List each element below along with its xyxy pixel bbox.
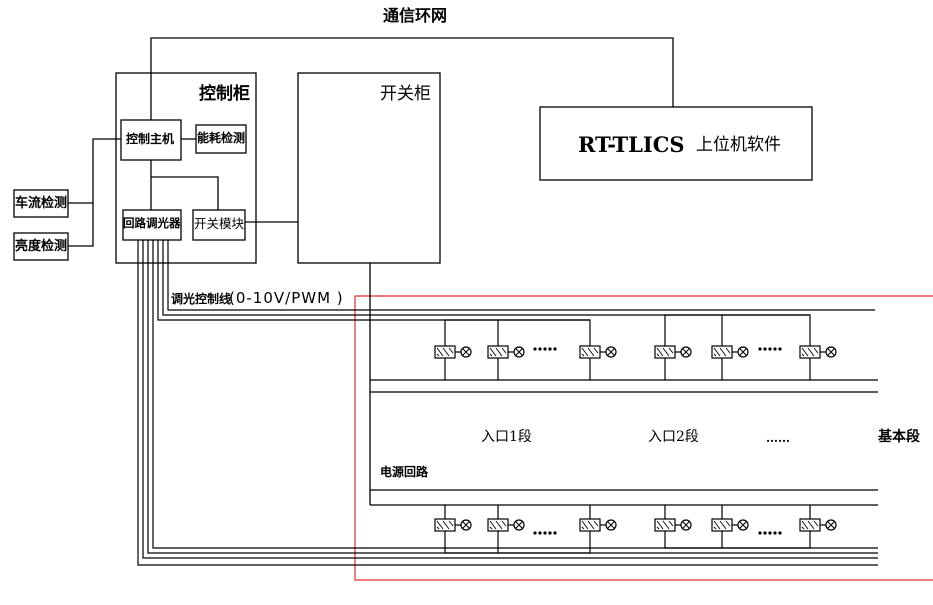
loop-dimmer-label: 回路调光器: [123, 216, 181, 230]
basic-section-label: 基本段: [878, 429, 920, 445]
comm-ring-line: [150, 37, 674, 120]
software-suffix: 上位机软件: [696, 135, 781, 155]
ellipsis-dots: [758, 531, 782, 535]
ellipsis-dots: [758, 347, 782, 351]
internal-connections: [68, 138, 298, 247]
power-loop-label: 电源回路: [380, 465, 429, 479]
control-cabinet-label: 控制柜: [199, 84, 250, 104]
ellipsis-dots: [533, 531, 557, 535]
dimming-line-spec: (0-10V/PWM ): [229, 289, 344, 307]
software-box: [539, 106, 813, 181]
mid-ellipsis: ……: [766, 431, 790, 445]
comm-ring-label: 通信环网: [383, 6, 448, 25]
section-lines: [370, 391, 878, 491]
energy-detect-label: 能耗检测: [197, 131, 246, 145]
switch-cabinet-box: [297, 72, 441, 264]
software-prefix: RT-TLICS: [578, 132, 685, 157]
switch-module-label: 开关模块: [194, 216, 245, 231]
traffic-detect-label: 车流检测: [15, 196, 68, 211]
lamp-zone-border: [354, 295, 933, 581]
power-feed: [369, 263, 878, 506]
dimming-line-label: 调光控制线: [171, 292, 232, 306]
switch-module-box: [192, 209, 246, 241]
brightness-detect-label: 亮度检测: [15, 239, 68, 254]
ellipsis-dots: [533, 347, 557, 351]
control-host-label: 控制主机: [126, 132, 175, 146]
entrance2-label: 入口2段: [648, 429, 699, 445]
switch-cabinet-label: 开关柜: [380, 84, 431, 104]
loop-dimmer-box: [122, 209, 182, 241]
entrance1-label: 入口1段: [481, 429, 532, 445]
control-cabinet-box: [115, 72, 257, 264]
